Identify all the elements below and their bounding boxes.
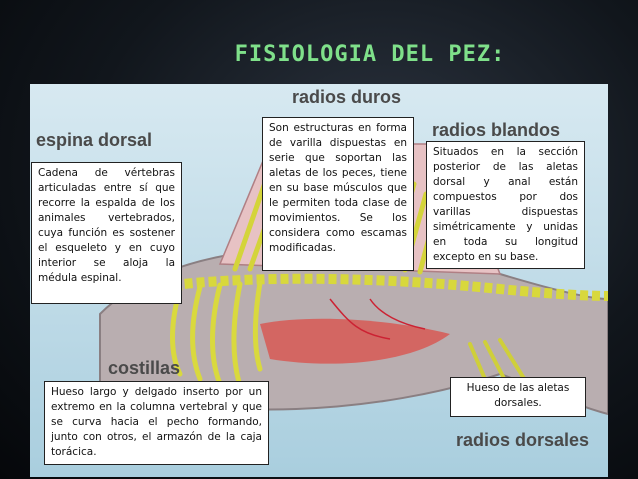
fish-organs (260, 318, 450, 364)
slide-title: FISIOLOGIA DEL PEZ: (234, 42, 506, 67)
description-espina-dorsal: Cadena de vértebras articuladas entre sí… (31, 162, 182, 304)
description-radios-duros: Son estructuras en forma de varilla disp… (262, 117, 414, 271)
label-radios-duros: radios duros (292, 87, 402, 107)
label-costillas: costillas (108, 358, 181, 378)
label-radios-blandos: radios blandos (432, 120, 561, 140)
vertebral-column (88, 273, 608, 304)
description-radios-blandos: Situados en la sección posterior de las … (426, 141, 585, 269)
ribs (170, 280, 263, 389)
description-radios-dorsales: Hueso de las aletas dorsales. (450, 377, 586, 417)
description-costillas: Hueso largo y delgado inserto por un ext… (44, 381, 269, 465)
nerve-lines (329, 298, 426, 340)
label-espina-dorsal: espina dorsal (36, 130, 153, 150)
label-radios-dorsales: radios dorsales (456, 430, 590, 450)
